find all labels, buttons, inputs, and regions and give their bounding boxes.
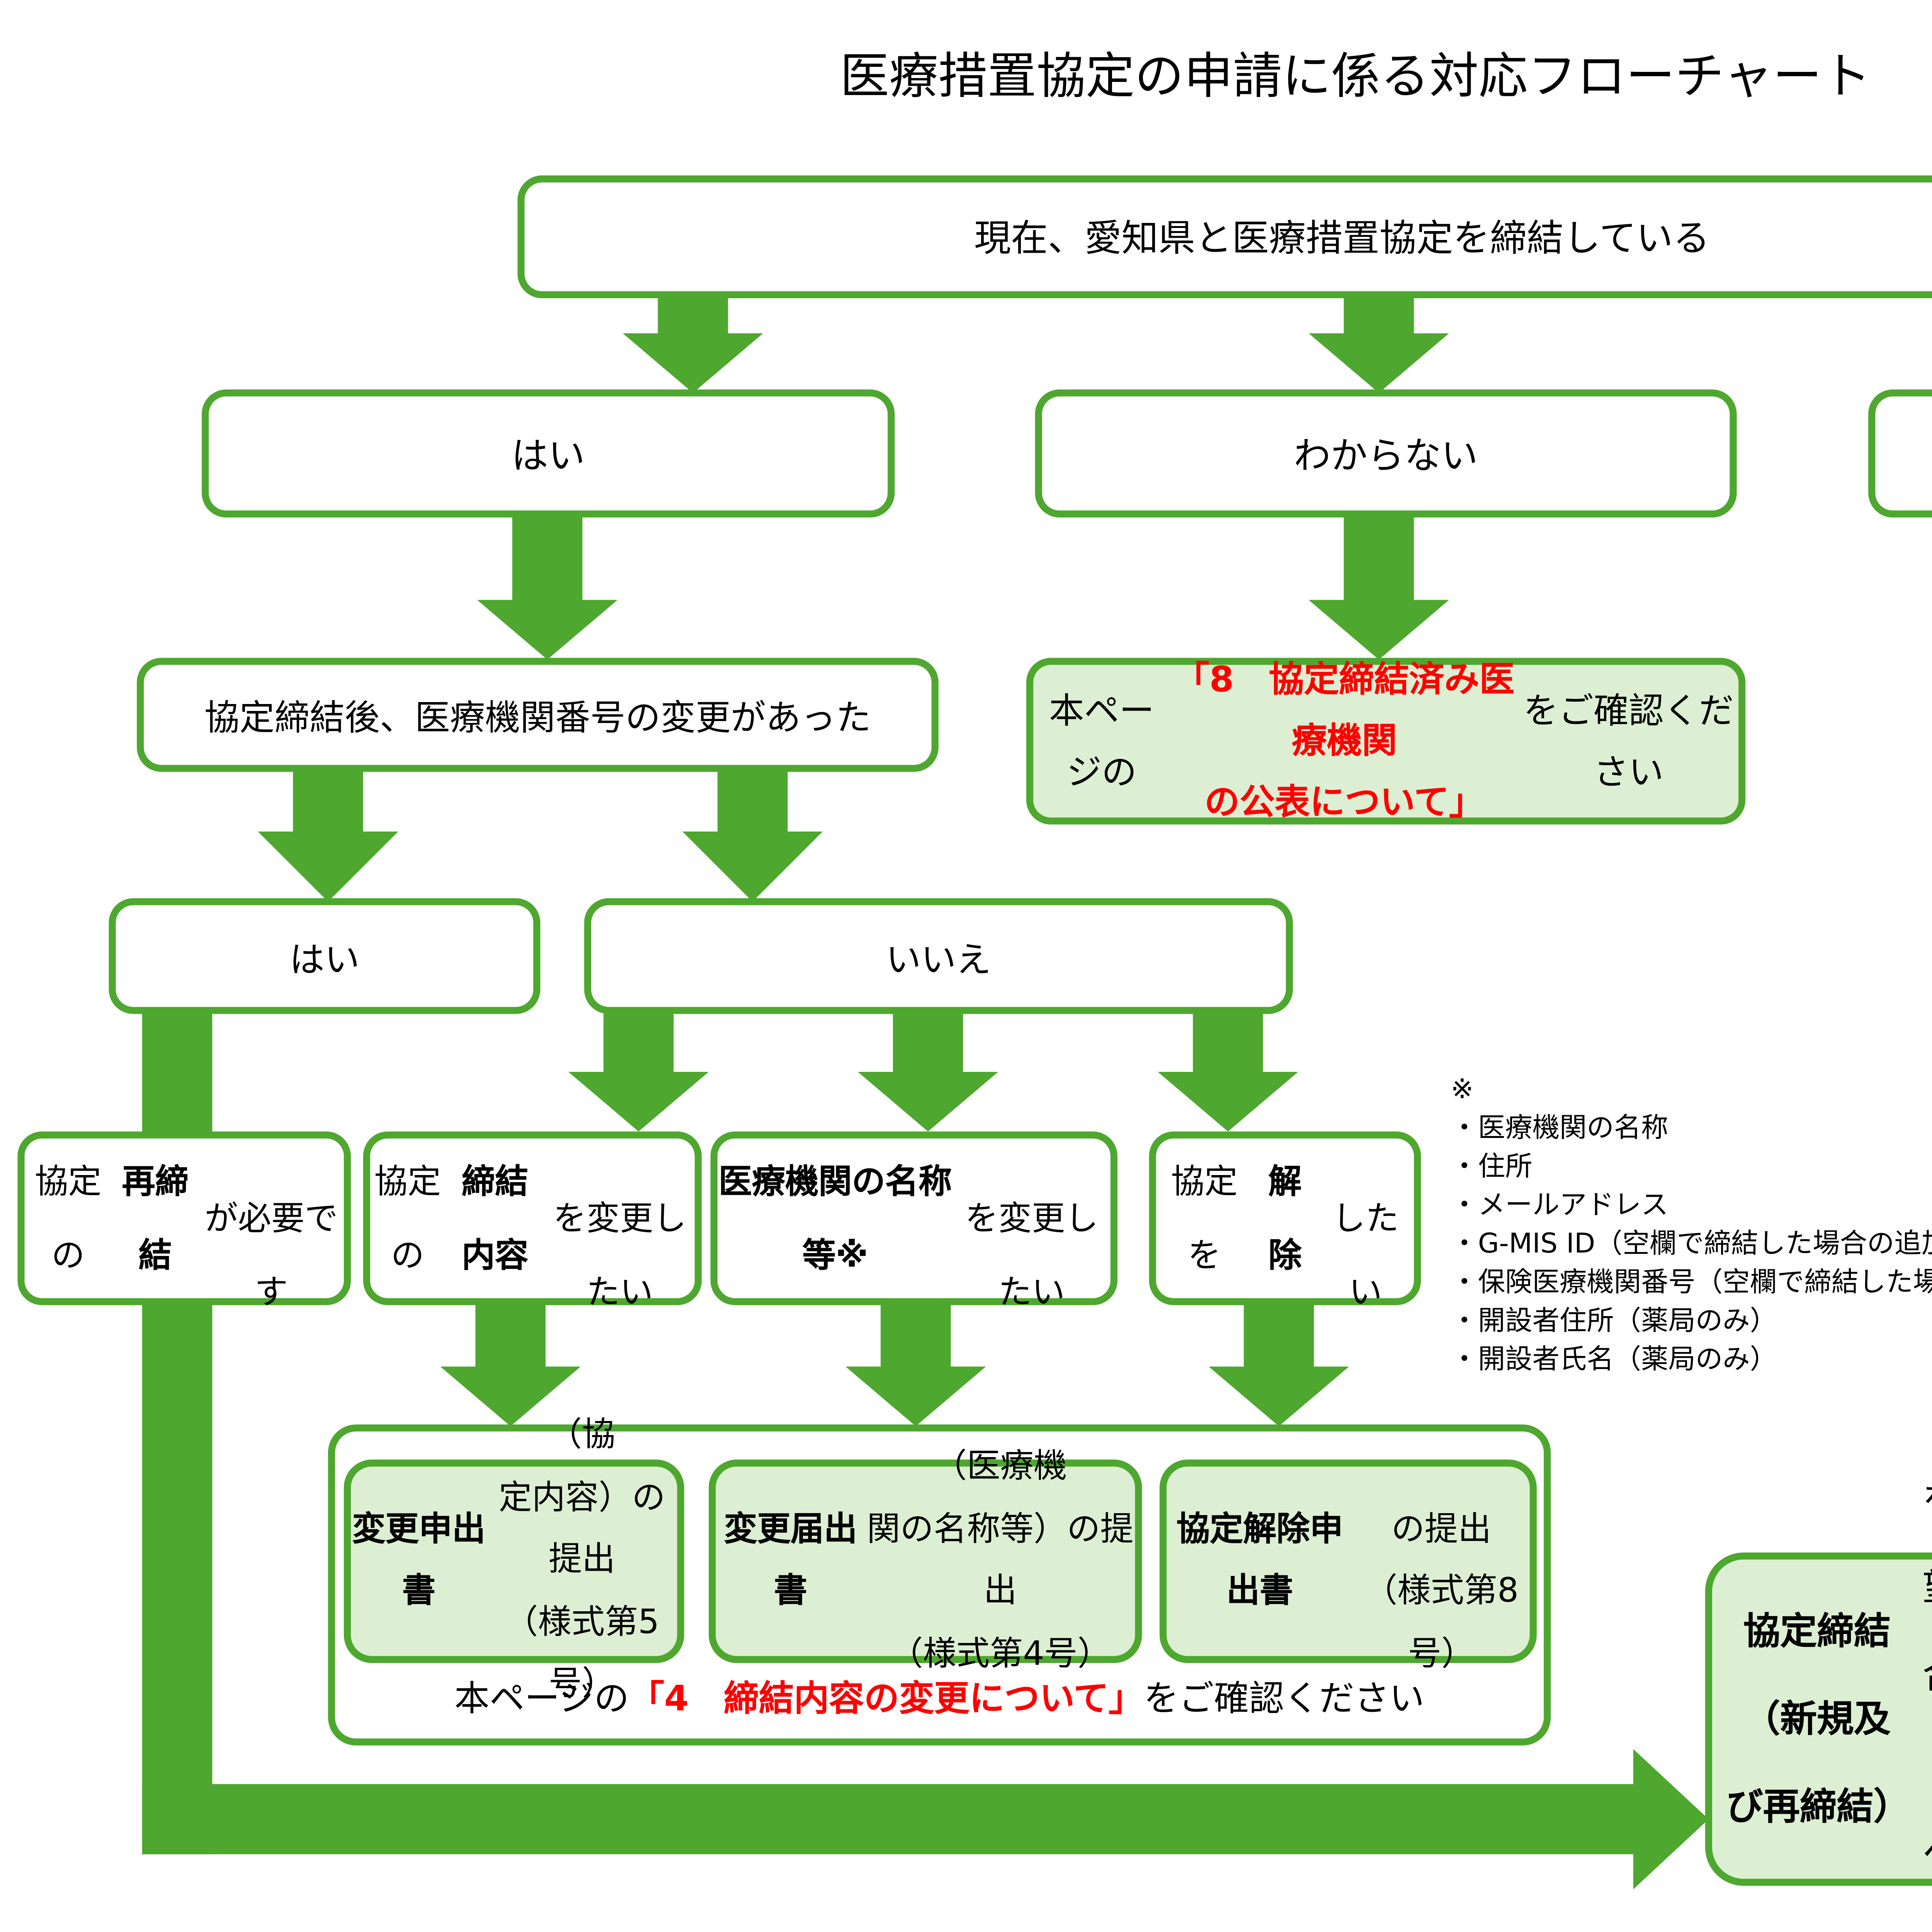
arrow-q2-to-yes-head <box>258 831 398 902</box>
arrow-cancel-to-doc8-stem <box>1243 1301 1314 1372</box>
arrow-name-to-doc4-head <box>845 1366 986 1427</box>
node-question-number-change: 協定締結後、医療機関番号の変更があった <box>137 658 939 772</box>
node-answer-no: いいえ <box>1868 389 1932 518</box>
node-start: 現在、愛知県と医療措置協定を締結している <box>517 175 1932 298</box>
node-answer2-yes: はい <box>109 898 541 1014</box>
arrow-start-to-yes-head <box>622 333 763 393</box>
arrow-renew-horizontal-bar <box>142 1784 1637 1854</box>
arrow-l2no-to-cancel-stem <box>1193 1010 1263 1077</box>
node-outcome-change-content: 協定の締結内容 を変更したい <box>363 1131 702 1311</box>
node-doc-form8: 協定解除申出書 の提出 （様式第8号） <box>1159 1459 1537 1673</box>
arrow-l2no-to-content-stem <box>603 1010 674 1077</box>
arrow-q2-to-yes-stem <box>293 768 363 839</box>
arrow-name-to-doc4-stem <box>881 1301 951 1372</box>
node-answer-unknown: わからない <box>1035 389 1737 518</box>
page-title: 医療措置協定の申請に係る対応フローチャート <box>840 47 1871 105</box>
node-info-section8: 本ページの「8 協定締結済み医療機関 の公表について」をご確認ください <box>1026 658 1746 825</box>
node-doc-form5: 変更申出書（協 定内容）の提出 （様式第5号） <box>344 1416 684 1704</box>
node-outcome-cancel: 協定を解除 したい <box>1149 1131 1421 1311</box>
arrow-l2no-to-content-head <box>568 1071 709 1132</box>
arrow-unknown-to-info8-head <box>1308 600 1449 660</box>
arrow-l2no-to-name-head <box>858 1071 998 1132</box>
arrow-q2-to-no-stem <box>717 768 788 839</box>
arrow-unknown-to-info8-stem <box>1344 514 1414 605</box>
arrow-yes-to-q2-stem <box>512 514 583 605</box>
arrow-l2no-to-name-stem <box>893 1010 963 1077</box>
arrow-cancel-to-doc8-head <box>1209 1366 1349 1427</box>
node-outcome-renew: 協定の再締結 が必要です <box>17 1131 351 1311</box>
arrow-start-to-unknown-stem <box>1344 294 1414 340</box>
arrow-renew-right-head <box>1633 1749 1709 1889</box>
node-outcome-change-name: 医療機関の名称等※ を変更したい <box>710 1131 1117 1311</box>
arrow-content-to-doc5-head <box>440 1366 581 1427</box>
node-answer2-no: いいえ <box>584 898 1293 1014</box>
note-asterisk-list: ※ ・医療機関の名称 ・住所 ・メールアドレス ・G-MIS ID（空欄で締結し… <box>1451 1073 1932 1376</box>
node-apply-section3: 協定締結（新規及び再締結）をご希望の場合は、本 ページの「3 締結の申請（新規申… <box>1705 1479 1932 1886</box>
arrow-content-to-doc5-stem <box>475 1301 546 1372</box>
node-doc-form4: 変更届出書（医療機 関の名称等）の提出 （様式第4号） <box>709 1447 1142 1673</box>
arrow-start-to-unknown-head <box>1308 333 1449 393</box>
arrow-l2no-to-cancel-head <box>1158 1071 1298 1132</box>
arrow-yes-to-q2-head <box>477 600 618 660</box>
arrow-q2-to-no-head <box>682 831 823 902</box>
arrow-start-to-yes-stem <box>658 294 728 340</box>
caption-section4: 本ページの「4 締結内容の変更について」をご確認ください <box>454 1677 1425 1719</box>
node-answer-yes: はい <box>202 389 895 518</box>
